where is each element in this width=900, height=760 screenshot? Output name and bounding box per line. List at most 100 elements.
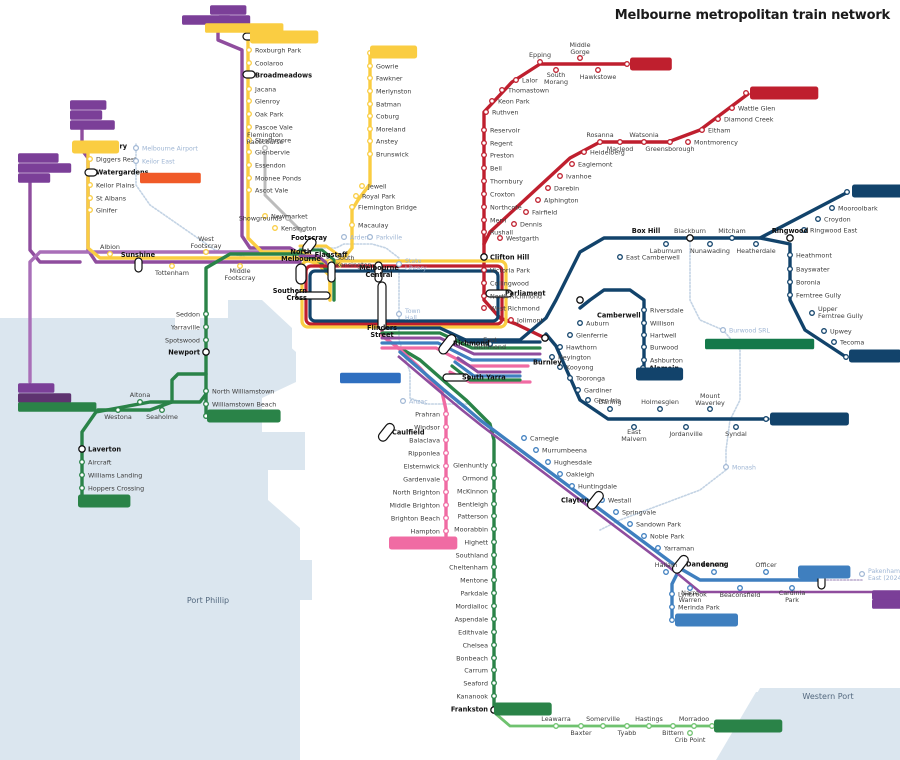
station-dot-fairfield[interactable] (523, 209, 529, 215)
station-dot-regent[interactable] (481, 140, 487, 146)
station-dot-keon-park[interactable] (489, 98, 495, 104)
station-dot-oak-park[interactable] (246, 111, 252, 117)
station-dot-glenhuntly[interactable] (491, 462, 497, 468)
future-suburban-rail-loop-east[interactable] (705, 338, 815, 350)
station-dot-greensborough[interactable] (667, 139, 673, 145)
station-dot-hurstbridge[interactable] (743, 90, 749, 96)
station-dot-bayswater[interactable] (787, 266, 793, 272)
station-dot-north-williamstown[interactable] (203, 388, 209, 394)
regional-peninsula-sunlink[interactable] (205, 23, 284, 33)
station-dot-sandown-park[interactable] (627, 521, 633, 527)
station-dot-narre-warren[interactable] (687, 585, 693, 591)
station-dot-baxter[interactable] (578, 723, 584, 729)
station-dot-seddon[interactable] (203, 311, 209, 317)
station-dot-anstey[interactable] (367, 138, 373, 144)
station-dot-crib-point[interactable] (687, 730, 693, 736)
station-dot-beaconsfield[interactable] (737, 585, 743, 591)
station-dot-middle-brighton[interactable] (443, 502, 449, 508)
station-dot-berwick[interactable] (711, 569, 717, 575)
terminus-cranbourne[interactable] (675, 613, 738, 627)
station-dot-lynbrook[interactable] (669, 591, 675, 597)
station-dot-moreland[interactable] (367, 126, 373, 132)
future-airport-rail[interactable] (140, 172, 201, 184)
station-dot-spotswood[interactable] (203, 337, 209, 343)
station-dot-mckinnon[interactable] (491, 488, 497, 494)
station-dot-lalor[interactable] (513, 77, 519, 83)
station-dot-altona[interactable] (137, 399, 143, 405)
ghost-station-arden[interactable]: Arden (341, 234, 369, 241)
station-dot-mordialloc[interactable] (491, 603, 497, 609)
station-dot-west-richmond[interactable] (481, 305, 487, 311)
station-dot-east-malvern[interactable] (631, 424, 637, 430)
station-dot-glenferrie[interactable] (567, 332, 573, 338)
station-dot-noble-park[interactable] (641, 533, 647, 539)
regional-swan-hill[interactable] (70, 120, 115, 130)
station-dot-westgarth[interactable] (497, 235, 503, 241)
interchange-dot-clifton-hill[interactable] (480, 253, 488, 261)
station-dot-northcote[interactable] (481, 204, 487, 210)
station-dot-somerville[interactable] (600, 723, 606, 729)
station-dot-rosanna[interactable] (597, 139, 603, 145)
station-dot-glen-iris[interactable] (585, 397, 591, 403)
terminus-hurstbridge[interactable] (750, 86, 819, 100)
station-dot-ferntree-gully[interactable] (787, 292, 793, 298)
station-dot-middle-gorge[interactable] (577, 55, 583, 61)
station-dot-jacana[interactable] (246, 86, 252, 92)
terminus-werribee[interactable] (78, 494, 131, 508)
station-dot-springvale[interactable] (613, 509, 619, 515)
station-dot-rushall[interactable] (481, 229, 487, 235)
station-dot-royal-park[interactable] (353, 193, 359, 199)
station-dot-carrum[interactable] (491, 667, 497, 673)
station-dot-mooroolbark[interactable] (829, 205, 835, 211)
station-dot-hartwell[interactable] (641, 332, 647, 338)
station-dot-diamond-creek[interactable] (715, 116, 721, 122)
station-dot-parkdale[interactable] (491, 590, 497, 596)
station-dot-merinda-park[interactable] (669, 604, 675, 610)
interchange-dot-laverton[interactable] (78, 445, 86, 453)
station-dot-ivanhoe[interactable] (557, 173, 563, 179)
station-dot-croydon[interactable] (815, 216, 821, 222)
terminus-labels-layer[interactable] (72, 30, 900, 733)
station-dot-riversdale[interactable] (641, 307, 647, 313)
regional-overland-adelaide[interactable] (18, 402, 97, 412)
terminus-williamstown[interactable] (207, 409, 281, 423)
station-dot-burwood[interactable] (641, 344, 647, 350)
station-dot-nunawading[interactable] (707, 241, 713, 247)
station-dot-jordanville[interactable] (683, 424, 689, 430)
station-dot-brighton-beach[interactable] (443, 515, 449, 521)
station-dot-preston[interactable] (481, 152, 487, 158)
terminus-glen-waverley[interactable] (770, 412, 849, 426)
regional-warrnambool[interactable] (18, 393, 72, 403)
station-dot-darebin[interactable] (545, 185, 551, 191)
ghost-station-melbourne-airport[interactable]: Melbourne Airport (133, 145, 199, 152)
station-dot-macleod[interactable] (617, 139, 623, 145)
terminus-belgrave[interactable] (849, 349, 900, 363)
terminus-lilydale[interactable] (852, 184, 900, 198)
station-dot-willison[interactable] (641, 320, 647, 326)
station-dot-brunswick[interactable] (367, 151, 373, 157)
terminus-upfield[interactable] (370, 45, 418, 59)
station-dot-williamstown-beach[interactable] (203, 401, 209, 407)
ghost-station-anzac[interactable]: Anzac (400, 398, 429, 405)
station-dot-lilydale[interactable] (844, 189, 850, 195)
station-dot-gardiner[interactable] (575, 387, 581, 393)
station-dot-epping[interactable] (537, 59, 543, 65)
station-dot-chelsea[interactable] (491, 642, 497, 648)
station-dot-heatherdale[interactable] (753, 241, 759, 247)
station-dot-east-camberwell[interactable] (617, 254, 623, 260)
station-dot-showgrounds[interactable] (285, 215, 291, 221)
station-dot-eaglemont[interactable] (569, 161, 575, 167)
station-dot-bonbeach[interactable] (491, 655, 497, 661)
station-dot-aspendale[interactable] (491, 616, 497, 622)
station-dot-ripponlea[interactable] (443, 450, 449, 456)
station-dot-south-morang[interactable] (553, 67, 559, 73)
station-dot-cheltenham[interactable] (491, 564, 497, 570)
station-dot-hawkstowe[interactable] (595, 67, 601, 73)
station-dot-jolimont[interactable] (508, 317, 514, 323)
station-dot-kooyong[interactable] (557, 364, 563, 370)
station-dot-reservoir[interactable] (481, 127, 487, 133)
station-dot-ringwood-east[interactable] (801, 227, 807, 233)
station-dot-mernda[interactable] (624, 61, 630, 67)
interchange-dot-burnley[interactable] (541, 334, 549, 342)
station-dot-syndal[interactable] (733, 424, 739, 430)
